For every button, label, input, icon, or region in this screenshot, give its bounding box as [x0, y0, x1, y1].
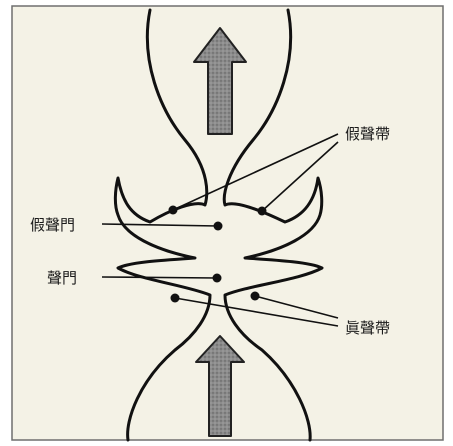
- glottis-leader: [102, 277, 217, 278]
- glottis-label: 聲門: [47, 269, 77, 287]
- true-vocal-folds-label: 眞聲帶: [345, 319, 390, 337]
- false-vocal-folds-label: 假聲帶: [345, 125, 390, 143]
- false-glottis-label: 假聲門: [30, 216, 75, 234]
